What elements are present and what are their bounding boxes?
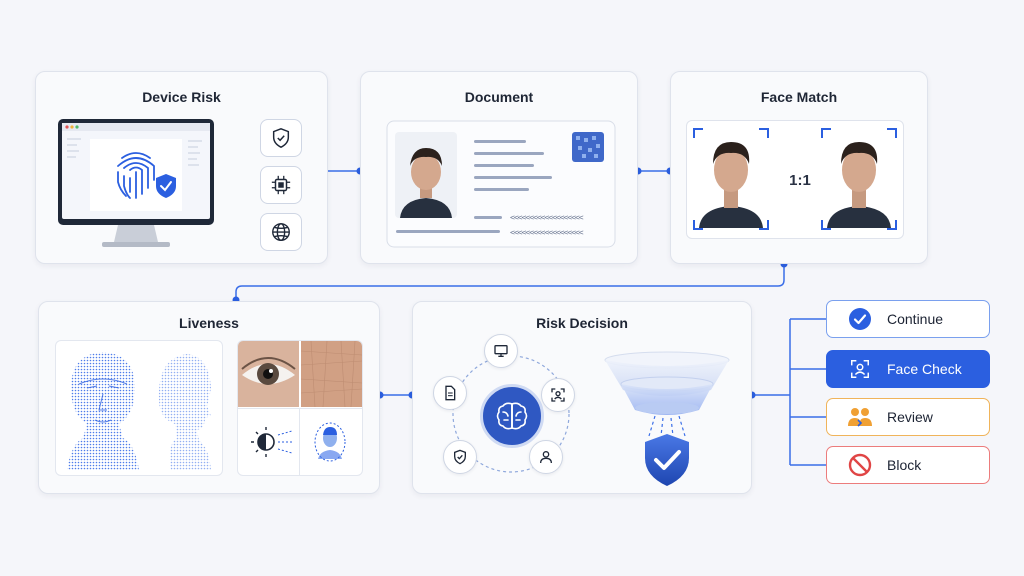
device-risk-title: Device Risk (142, 89, 221, 105)
continue-label: Continue (887, 311, 944, 327)
shield-node-small (443, 440, 477, 474)
user-icon (540, 451, 552, 464)
continue-button[interactable]: Continue (826, 300, 990, 338)
face-match-card: Face Match 1:1 (670, 71, 928, 264)
monitor-node (484, 334, 518, 368)
risk-decision-title: Risk Decision (536, 315, 628, 331)
chip-node (260, 166, 302, 204)
id-document-icon: <<<<<<<<<<<<<<<<<<< <<<<<<<<<<<<<<<<<<< (386, 120, 616, 248)
document-node (433, 376, 467, 410)
light-contrast-icon (251, 427, 293, 457)
risk-funnel-icon (604, 351, 730, 486)
face-scan-icon (847, 356, 873, 382)
risk-decision-card: Risk Decision (412, 301, 752, 494)
document-icon (445, 385, 456, 401)
face-check-button[interactable]: Face Check (826, 350, 990, 388)
document-title: Document (464, 89, 534, 105)
document-card: Document <<<<<<<<<<<<<<<<<<< <<<<<<<<<<<… (360, 71, 638, 264)
brain-icon (496, 402, 528, 430)
review-label: Review (887, 409, 933, 425)
face-outline-icon (314, 422, 346, 462)
monitor-icon (494, 345, 508, 357)
brain-hub (480, 384, 544, 448)
face-match-title: Face Match (760, 89, 838, 105)
skin-texture-icon (301, 341, 362, 407)
globe-node (260, 213, 302, 251)
svg-text:<<<<<<<<<<<<<<<<<<<: <<<<<<<<<<<<<<<<<<< (510, 228, 584, 237)
svg-text:<<<<<<<<<<<<<<<<<<<: <<<<<<<<<<<<<<<<<<< (510, 213, 584, 222)
shield-node (260, 119, 302, 157)
check-circle-icon (847, 306, 873, 332)
shield-check-icon (454, 449, 466, 465)
face-scan-icon (551, 388, 565, 402)
liveness-card: Liveness (38, 301, 380, 494)
globe-icon (272, 223, 290, 241)
face-check-label: Face Check (887, 361, 962, 377)
face-scan-node (541, 378, 575, 412)
people-icon (847, 404, 873, 430)
face-mesh-icon (67, 352, 211, 470)
shield-check-icon (272, 128, 290, 148)
block-button[interactable]: Block (826, 446, 990, 484)
monitor-fingerprint-icon (58, 119, 214, 247)
block-label: Block (887, 457, 922, 473)
face-portrait-left (693, 128, 769, 230)
device-risk-card: Device Risk (35, 71, 328, 264)
liveness-grid (237, 340, 363, 476)
face-portrait-right (821, 128, 897, 230)
block-icon (847, 452, 873, 478)
eye-icon (238, 341, 299, 407)
chip-icon (271, 175, 291, 195)
match-ratio: 1:1 (789, 172, 811, 189)
liveness-title: Liveness (179, 315, 239, 331)
user-node (529, 440, 563, 474)
review-button[interactable]: Review (826, 398, 990, 436)
